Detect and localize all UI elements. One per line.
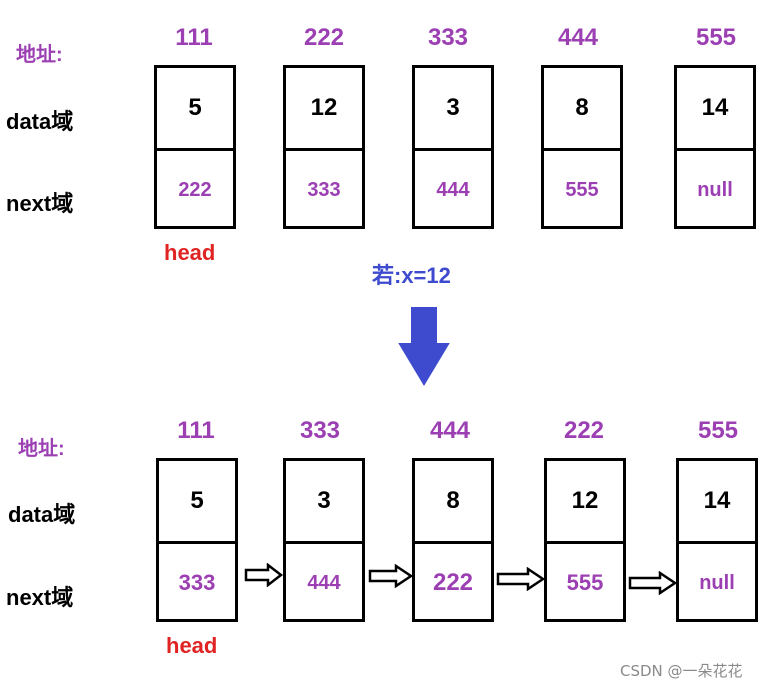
address-label-top: 地址:: [16, 44, 63, 66]
node-bottom-3: 8 222: [412, 458, 494, 622]
address-bottom-1: 111: [177, 417, 215, 444]
address-bottom-4: 222: [563, 417, 605, 444]
node-top-4: 8 555: [541, 65, 623, 229]
data-label-top: data域: [6, 109, 74, 134]
node-next: 222: [432, 569, 474, 596]
node-top-2: 12 333: [283, 65, 365, 229]
link-arrow-icon: [496, 567, 546, 591]
address-bottom-5: 555: [697, 417, 739, 444]
head-label-top: head: [164, 240, 216, 265]
address-bottom-2: 333: [299, 417, 341, 444]
node-data: 8: [415, 461, 491, 544]
node-next: null: [697, 178, 733, 201]
node-bottom-5: 14 null: [676, 458, 758, 622]
address-bottom-3: 444: [429, 417, 471, 444]
link-arrow-icon: [244, 563, 284, 587]
address-top-4: 444: [557, 24, 599, 51]
node-data: 14: [677, 68, 753, 151]
link-arrow-icon: [368, 564, 414, 588]
node-next: 333: [307, 178, 341, 201]
address-top-1: 111: [175, 24, 213, 51]
node-next: 444: [436, 178, 470, 201]
data-label-bottom: data域: [8, 502, 76, 527]
node-bottom-4: 12 555: [544, 458, 626, 622]
node-data: 8: [544, 68, 620, 151]
node-next: 333: [178, 570, 216, 595]
node-data: 3: [286, 461, 362, 544]
node-next: 555: [565, 178, 599, 201]
node-top-3: 3 444: [412, 65, 494, 229]
node-next: 555: [566, 570, 604, 595]
node-next: null: [699, 571, 735, 594]
address-top-3: 333: [427, 24, 469, 51]
node-top-1: 5 222: [154, 65, 236, 229]
node-data: 5: [157, 68, 233, 151]
address-label-bottom: 地址:: [18, 438, 65, 460]
node-data: 14: [679, 461, 755, 544]
node-top-5: 14 null: [674, 65, 756, 229]
node-bottom-2: 3 444: [283, 458, 365, 622]
node-next: 444: [307, 571, 341, 594]
node-next: 222: [178, 178, 212, 201]
node-data: 5: [159, 461, 235, 544]
next-label-top: next域: [6, 191, 74, 216]
down-arrow-icon: [398, 307, 450, 386]
node-bottom-1: 5 333: [156, 458, 238, 622]
next-label-bottom: next域: [6, 585, 74, 610]
address-top-2: 222: [303, 24, 345, 51]
node-data: 12: [547, 461, 623, 544]
address-top-5: 555: [695, 24, 737, 51]
condition-text: 若:x=12: [372, 263, 451, 288]
watermark: CSDN @一朵花花: [620, 662, 743, 680]
head-label-bottom: head: [166, 633, 218, 658]
node-data: 12: [286, 68, 362, 151]
node-data: 3: [415, 68, 491, 151]
link-arrow-icon: [628, 571, 678, 595]
